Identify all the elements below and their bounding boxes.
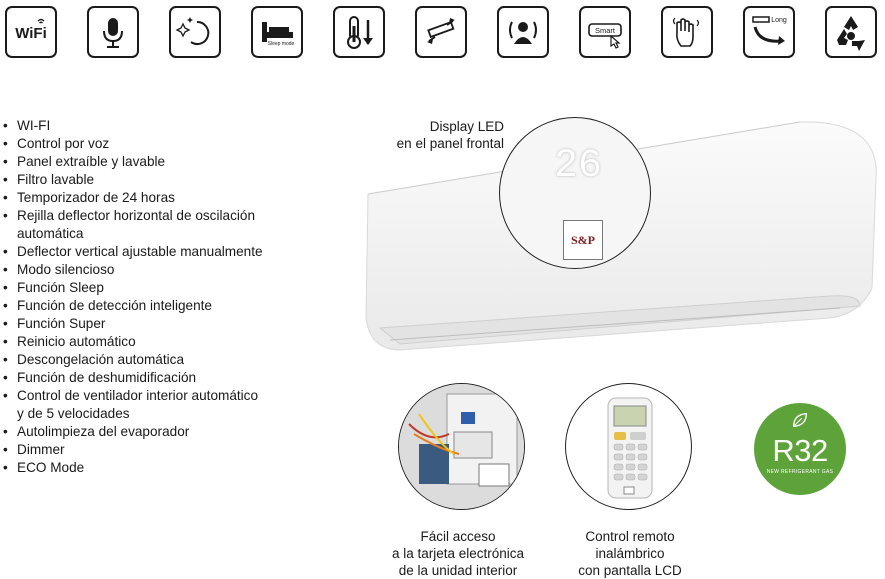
remote-control-drawing bbox=[607, 397, 653, 499]
voice-control-icon bbox=[87, 6, 139, 58]
brand-logo-text: S&P bbox=[571, 232, 595, 247]
remote-control-image bbox=[565, 383, 692, 510]
svg-text:Long: Long bbox=[771, 17, 787, 24]
list-item: Temporizador de 24 horas bbox=[3, 189, 303, 207]
wifi-icon: WiFi bbox=[5, 6, 57, 58]
list-item: Función Sleep bbox=[3, 279, 303, 297]
svg-text:Smart: Smart bbox=[595, 26, 616, 35]
list-item: Panel extraíble y lavable bbox=[3, 153, 303, 171]
smart-button-icon: Smart bbox=[579, 6, 631, 58]
list-item: Control de ventilador interior automátic… bbox=[3, 387, 303, 405]
sleep-mode-icon: Sleep mode bbox=[251, 6, 303, 58]
caption-line: a la tarjeta electrónica bbox=[391, 546, 525, 561]
r32-subtitle: NEW REFRIGERANT GAS bbox=[766, 469, 834, 475]
list-item: Filtro lavable bbox=[3, 171, 303, 189]
caption-line: Fácil acceso bbox=[420, 529, 496, 544]
self-cleaning-icon bbox=[169, 6, 221, 58]
list-item: Autolimpieza del evaporador bbox=[3, 423, 303, 441]
list-item: Modo silencioso bbox=[3, 261, 303, 279]
caption-line: Display LED bbox=[429, 119, 504, 134]
list-item: Descongelación automática bbox=[3, 351, 303, 369]
smart-detection-icon bbox=[497, 6, 549, 58]
display-led-zoom: 26 S&P bbox=[499, 117, 651, 269]
list-item-continuation: automática bbox=[17, 226, 84, 241]
list-item: Función Super bbox=[3, 315, 303, 333]
list-item: Dimmer bbox=[3, 441, 303, 459]
caption-line: en el panel frontal bbox=[396, 136, 504, 151]
board-caption: Fácil acceso a la tarjeta electrónica de… bbox=[373, 528, 543, 579]
r32-refrigerant-badge: R32 NEW REFRIGERANT GAS bbox=[754, 403, 846, 495]
list-item: Rejilla deflector horizontal de oscilaci… bbox=[3, 207, 303, 225]
list-item: Reinicio automático bbox=[3, 333, 303, 351]
display-led-caption: Display LED en el panel frontal bbox=[372, 118, 504, 152]
caption-line: inalámbrico bbox=[595, 546, 665, 561]
feature-list: WI-FI Control por voz Panel extraíble y … bbox=[3, 117, 303, 477]
r32-text: R32 bbox=[772, 433, 828, 468]
list-item-continuation: y de 5 velocidades bbox=[17, 406, 130, 421]
brand-logo: S&P bbox=[563, 220, 603, 260]
display-temperature: 26 bbox=[553, 144, 602, 189]
electronic-board-drawing bbox=[399, 384, 524, 509]
leaf-icon bbox=[793, 412, 807, 428]
list-item: WI-FI bbox=[3, 117, 303, 135]
caption-line: con pantalla LCD bbox=[578, 563, 682, 578]
list-item: Deflector vertical ajustable manualmente bbox=[3, 243, 303, 261]
recycle-eco-icon bbox=[825, 6, 877, 58]
caption-line: de la unidad interior bbox=[398, 563, 518, 578]
caption-line: Control remoto bbox=[585, 529, 675, 544]
remote-caption: Control remoto inalámbrico con pantalla … bbox=[550, 528, 710, 579]
list-item: Control por voz bbox=[3, 135, 303, 153]
long-air-flow-icon: Long bbox=[743, 6, 795, 58]
feature-icon-row: WiFi Sleep mode Smart Long bbox=[2, 6, 882, 62]
list-item: Función de deshumidificación bbox=[3, 369, 303, 387]
louver-swing-icon bbox=[415, 6, 467, 58]
svg-text:Sleep mode: Sleep mode bbox=[268, 41, 295, 47]
temperature-down-icon bbox=[333, 6, 385, 58]
touch-hand-icon bbox=[661, 6, 713, 58]
svg-text:WiFi: WiFi bbox=[15, 25, 47, 42]
electronic-board-image bbox=[398, 383, 525, 510]
list-item: ECO Mode bbox=[3, 459, 303, 477]
list-item: Función de detección inteligente bbox=[3, 297, 303, 315]
